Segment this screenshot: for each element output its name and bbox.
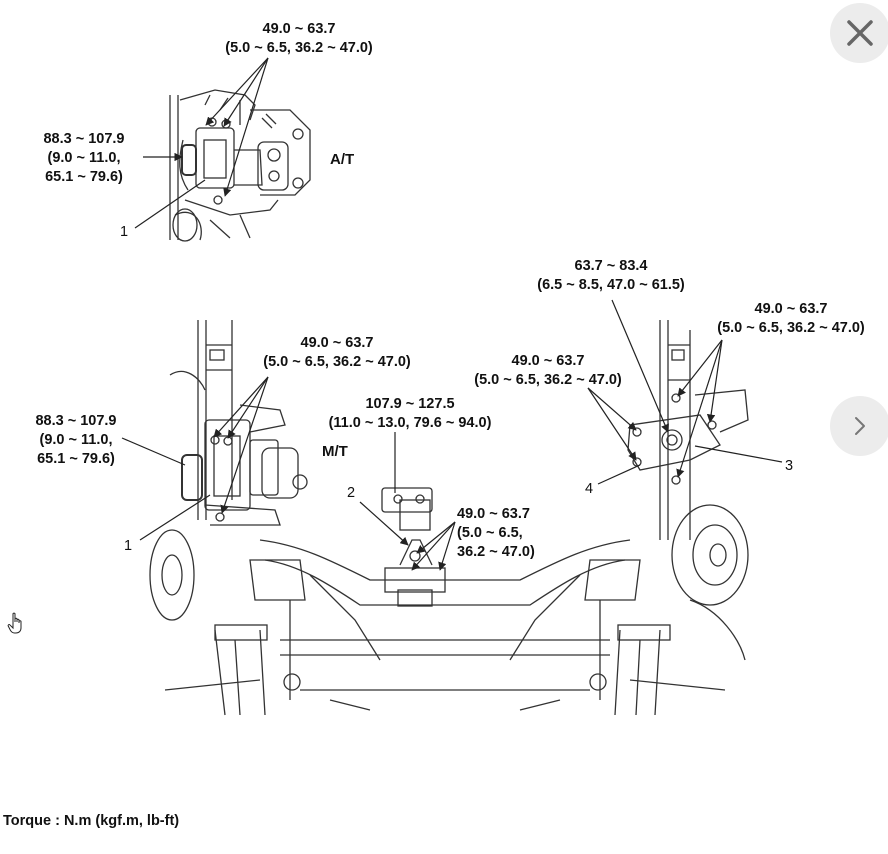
at-bracket-torque-line1: 49.0 ~ 63.7	[262, 21, 336, 37]
torque-units-note: Torque : N.m (kgf.m, lb-ft)	[3, 813, 180, 829]
mt-right-mid-torque-label: 49.0 ~ 63.7 (5.0 ~ 6.5, 36.2 ~ 47.0)	[453, 352, 643, 390]
chevron-right-icon	[855, 417, 865, 435]
mt-right-far-torque-line1: 49.0 ~ 63.7	[754, 301, 828, 317]
roll-bracket-torque-line3: 36.2 ~ 47.0)	[457, 544, 535, 560]
at-bolt-torque-line3: 65.1 ~ 79.6)	[45, 169, 123, 185]
mt-right-center-torque-line1: 63.7 ~ 83.4	[574, 258, 648, 274]
mt-left-bolt-torque-label: 88.3 ~ 107.9 (9.0 ~ 11.0, 65.1 ~ 79.6)	[20, 412, 132, 469]
mt-right-far-torque-line2: (5.0 ~ 6.5, 36.2 ~ 47.0)	[717, 320, 865, 336]
mt-left-bolt-torque-line2: (9.0 ~ 11.0,	[39, 432, 113, 448]
at-bracket-torque-label: 49.0 ~ 63.7 (5.0 ~ 6.5, 36.2 ~ 47.0)	[204, 20, 394, 58]
next-image-button[interactable]	[830, 396, 888, 456]
roll-stopper-torque-line2: (11.0 ~ 13.0, 79.6 ~ 94.0)	[328, 415, 492, 431]
at-bolt-torque-label: 88.3 ~ 107.9 (9.0 ~ 11.0, 65.1 ~ 79.6)	[28, 130, 140, 187]
mt-label: M/T	[322, 443, 348, 460]
at-bracket-torque-line2: (5.0 ~ 6.5, 36.2 ~ 47.0)	[225, 40, 373, 56]
mt-left-bolt-torque-line1: 88.3 ~ 107.9	[35, 413, 117, 429]
mt-subframe-drawing	[149, 320, 749, 716]
mt-left-bracket-torque-label: 49.0 ~ 63.7 (5.0 ~ 6.5, 36.2 ~ 47.0)	[242, 334, 432, 372]
at-callout-1: 1	[120, 224, 129, 240]
mt-right-center-torque-line2: (6.5 ~ 8.5, 47.0 ~ 61.5)	[537, 277, 685, 293]
roll-bracket-torque-label: 49.0 ~ 63.7 (5.0 ~ 6.5, 36.2 ~ 47.0)	[457, 505, 535, 562]
roll-bracket-torque-line2: (5.0 ~ 6.5,	[457, 525, 523, 541]
mt-right-center-torque-label: 63.7 ~ 83.4 (6.5 ~ 8.5, 47.0 ~ 61.5)	[496, 257, 726, 295]
at-bolt-torque-line2: (9.0 ~ 11.0,	[47, 150, 121, 166]
at-leader-lines	[134, 57, 269, 229]
roll-callout-2: 2	[347, 485, 356, 501]
close-icon	[847, 20, 873, 46]
roll-stopper-torque-line1: 107.9 ~ 127.5	[365, 396, 455, 412]
mt-left-bracket-torque-line1: 49.0 ~ 63.7	[300, 335, 374, 351]
close-button[interactable]	[830, 3, 888, 63]
hand-pointer-icon	[7, 612, 22, 634]
roll-stopper-torque-label: 107.9 ~ 127.5 (11.0 ~ 13.0, 79.6 ~ 94.0)	[305, 395, 515, 433]
mt-right-far-torque-label: 49.0 ~ 63.7 (5.0 ~ 6.5, 36.2 ~ 47.0)	[698, 300, 884, 338]
roll-bracket-torque-line1: 49.0 ~ 63.7	[457, 506, 530, 522]
mt-left-bracket-torque-line2: (5.0 ~ 6.5, 36.2 ~ 47.0)	[263, 354, 411, 370]
at-bolt-torque-line1: 88.3 ~ 107.9	[43, 131, 125, 147]
mt-right-mid-torque-line2: (5.0 ~ 6.5, 36.2 ~ 47.0)	[474, 372, 622, 388]
mt-callout-4: 4	[585, 481, 594, 497]
mt-callout-1: 1	[124, 538, 133, 554]
mt-callout-3: 3	[785, 458, 794, 474]
mt-left-bolt-torque-line3: 65.1 ~ 79.6)	[37, 451, 115, 467]
at-mount-drawing	[169, 89, 311, 242]
at-label: A/T	[330, 151, 355, 168]
mt-right-mid-torque-line1: 49.0 ~ 63.7	[511, 353, 585, 369]
mt-leader-lines	[121, 299, 783, 571]
